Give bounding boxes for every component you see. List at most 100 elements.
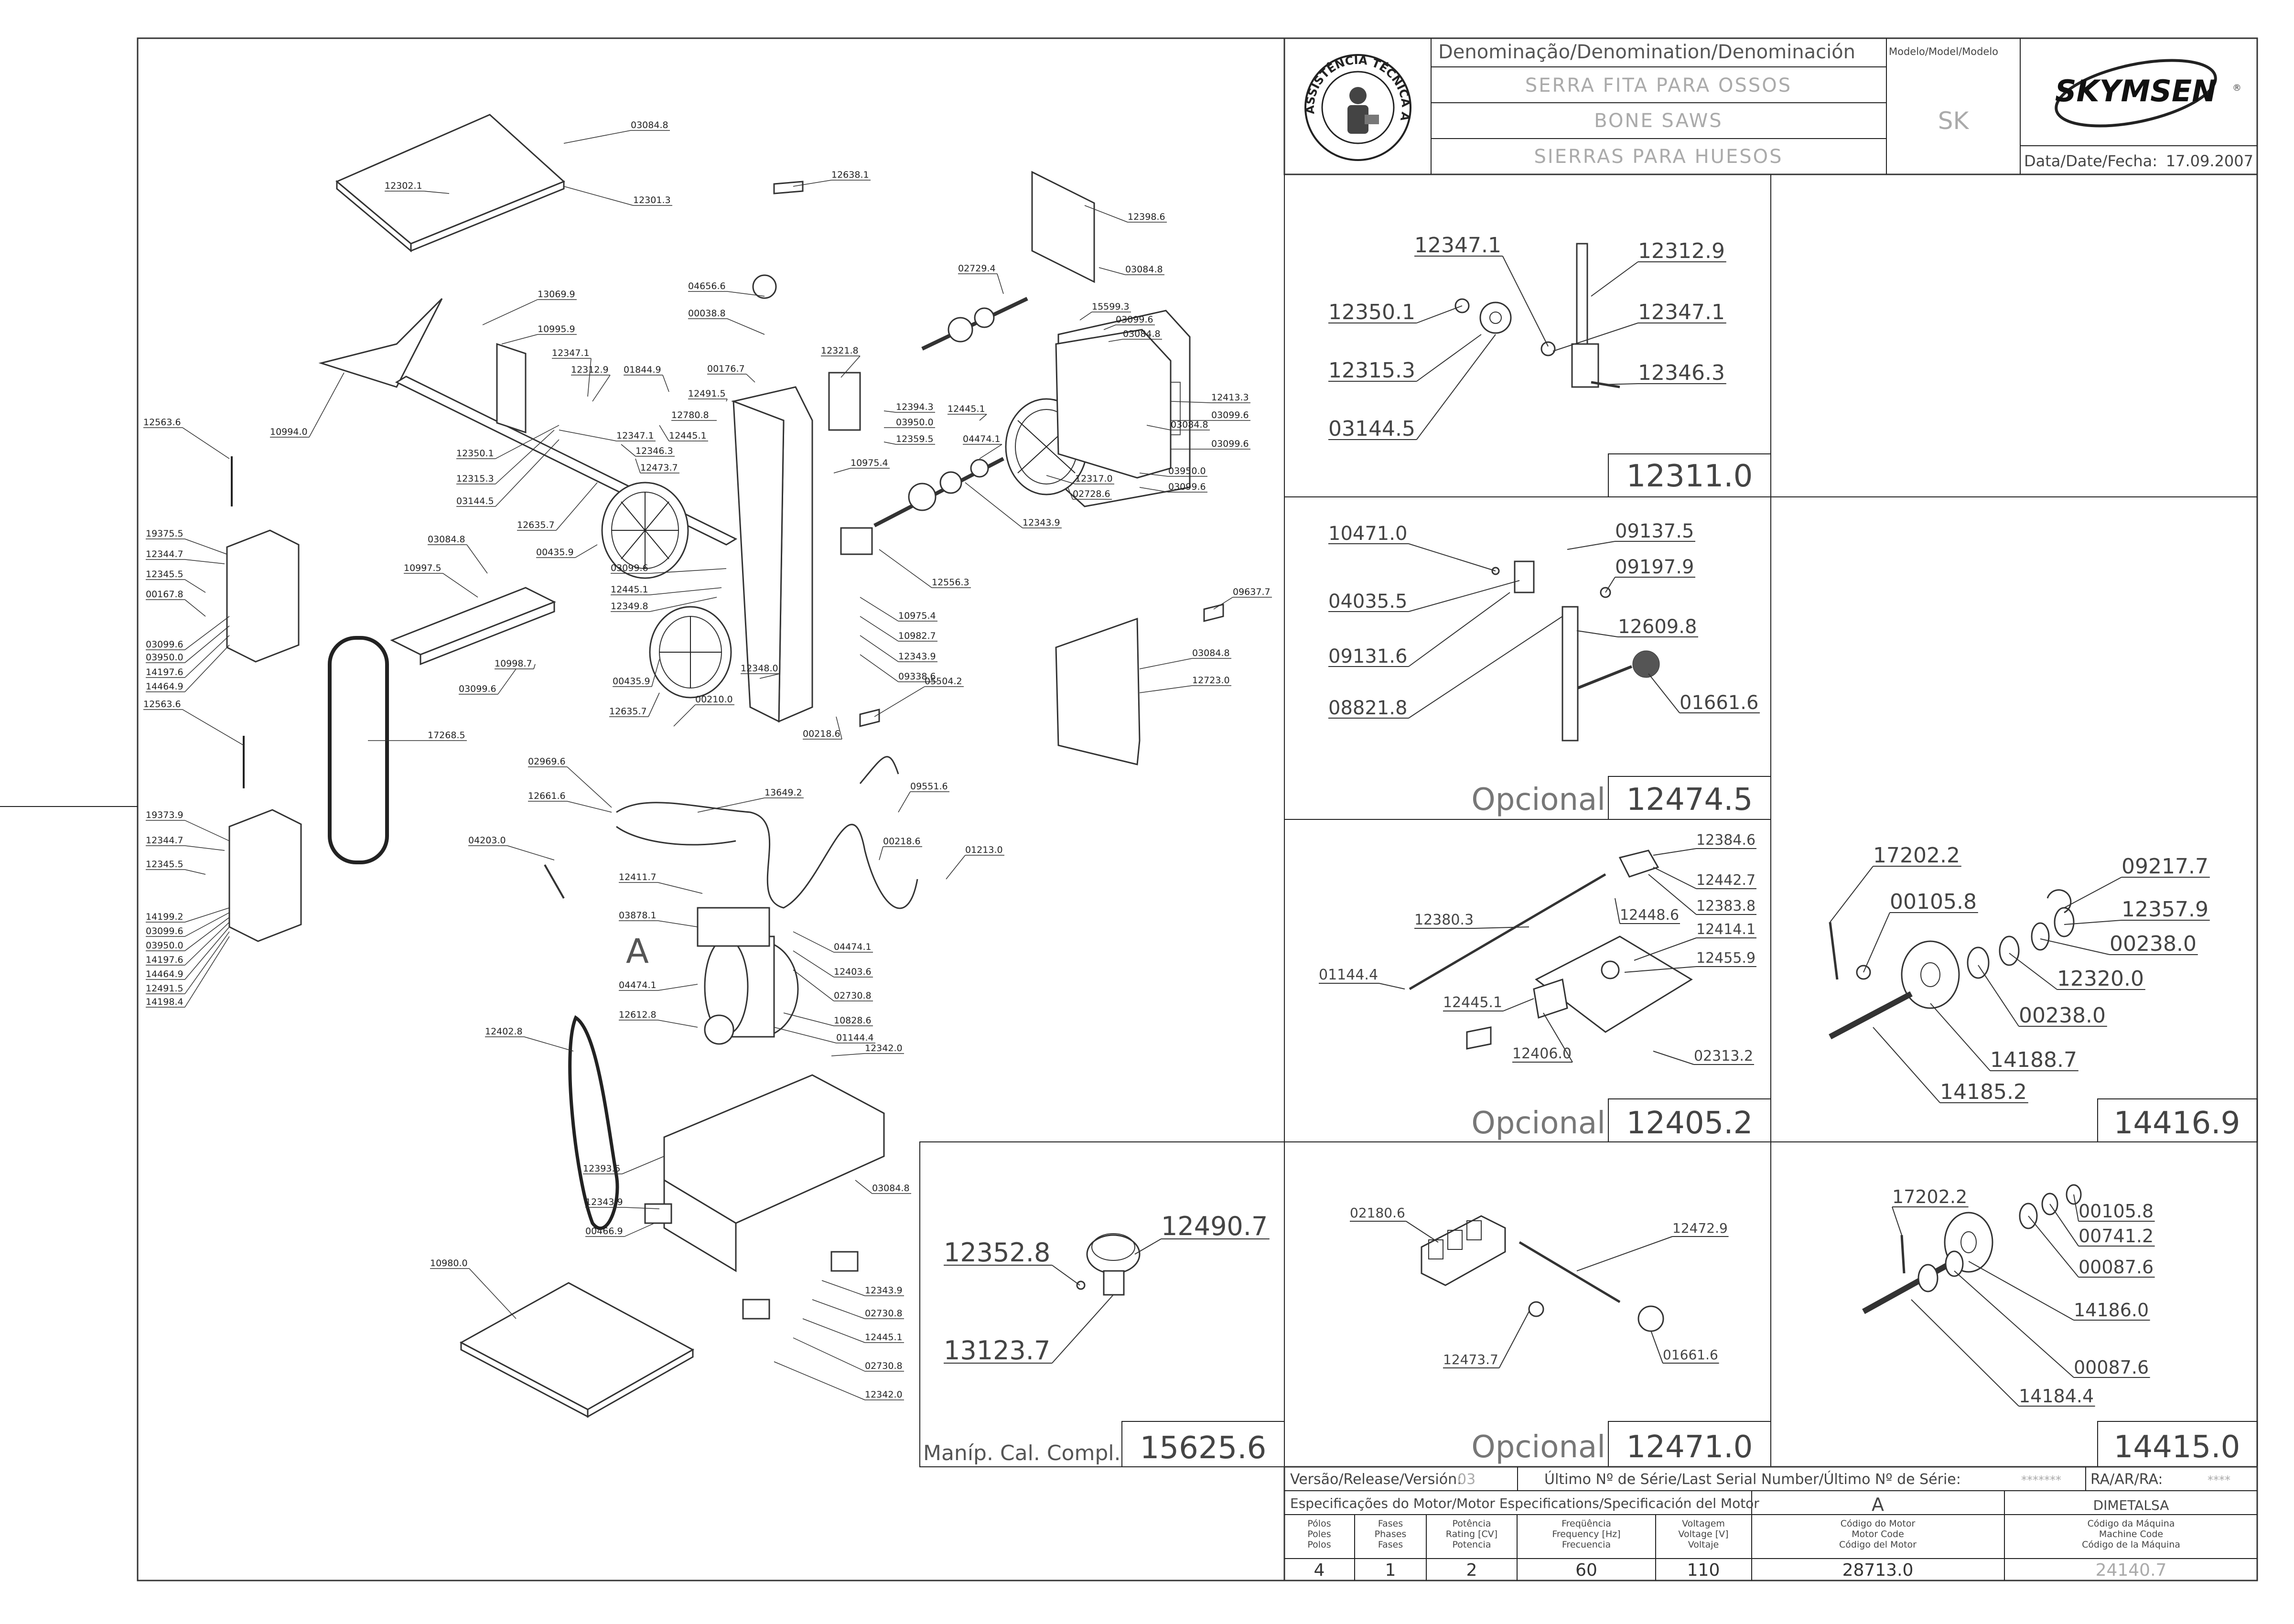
main-exploded-view: A xyxy=(226,114,1224,1418)
blade-guide-plate-part xyxy=(496,343,527,434)
spec-column-heading: Voltagem xyxy=(1682,1518,1725,1529)
part-number-label: 02730.8 xyxy=(834,990,872,1001)
leader-line xyxy=(2064,877,2122,908)
panel-12474: Opcional 12474.5 xyxy=(1471,560,1753,817)
leader-line xyxy=(783,1012,834,1026)
leader-line xyxy=(860,654,899,682)
leader-line xyxy=(2040,938,2110,955)
part-number-label: 12346.3 xyxy=(635,446,673,456)
panel-12471: Opcional 12471.0 xyxy=(1421,1215,1753,1465)
leader-line xyxy=(1543,1012,1573,1063)
leader-line xyxy=(855,1180,872,1194)
leader-line xyxy=(1576,1236,1673,1271)
name-portuguese: SERRA FITA PARA OSSOS xyxy=(1525,75,1792,97)
leader-line xyxy=(184,931,230,994)
leader-line xyxy=(1213,597,1233,610)
part-number-label: 02969.6 xyxy=(528,756,566,767)
leader-line xyxy=(793,950,834,978)
part-number-label: 03144.5 xyxy=(456,496,494,506)
part-number-label: 14188.7 xyxy=(1990,1048,2077,1072)
leader-line xyxy=(1653,1051,1694,1065)
panel-14416: 14416.9 xyxy=(1829,889,2240,1141)
leader-line xyxy=(1873,1027,1940,1103)
leader-line xyxy=(309,372,345,438)
leader-line xyxy=(1474,926,1529,929)
leader-line xyxy=(1146,425,1171,430)
part-number-label: 12315.3 xyxy=(456,473,494,484)
part-number-label: 03084.8 xyxy=(872,1183,910,1194)
leader-line xyxy=(184,845,225,851)
part-number-label: 12350.1 xyxy=(456,448,494,459)
leader-line xyxy=(1139,658,1193,669)
part-number-label: 00087.6 xyxy=(2074,1357,2149,1378)
leader-line xyxy=(883,410,896,413)
part-number-label: 01844.9 xyxy=(624,365,661,375)
leader-line xyxy=(1139,685,1193,693)
leader-line xyxy=(793,180,832,187)
leader-line xyxy=(1653,867,1697,889)
leader-line xyxy=(759,673,780,679)
part-number-label: 00105.8 xyxy=(1890,890,1977,914)
part-number-label: 00238.0 xyxy=(2019,1003,2106,1028)
part-number-label: 12302.1 xyxy=(385,181,422,191)
leader-line xyxy=(1978,965,2019,1027)
part-number-label: 12491.5 xyxy=(146,983,183,994)
seal-text: ASSISTÊNCIA TÉCNICA AUTORIZADA xyxy=(0,0,1412,122)
spec-column-heading: Potência xyxy=(1453,1518,1491,1529)
part-number-label: 00105.8 xyxy=(2079,1201,2154,1222)
part-number-label: 03099.6 xyxy=(1168,482,1206,492)
part-number-label: 12473.7 xyxy=(1443,1352,1498,1367)
leader-line xyxy=(1591,261,1638,297)
leader-line xyxy=(649,568,727,574)
leader-line xyxy=(879,549,932,588)
part-number-label: 03950.0 xyxy=(896,417,934,428)
leader-line xyxy=(649,597,717,612)
leader-line xyxy=(793,969,834,1001)
leader-line xyxy=(727,318,765,335)
name-english: BONE SAWS xyxy=(1594,110,1723,132)
part-number-label: 00238.0 xyxy=(2110,932,2197,956)
leader-line xyxy=(587,358,592,397)
leader-line xyxy=(1648,673,1680,713)
part-number-label: 10982.7 xyxy=(898,631,936,641)
leader-line xyxy=(793,1337,865,1372)
leader-line xyxy=(774,1361,865,1400)
leader-line xyxy=(883,441,896,445)
leader-line xyxy=(182,709,244,746)
part-number-label: 12442.7 xyxy=(1696,872,1756,889)
part-number-label: 12563.6 xyxy=(143,699,181,710)
part-number-label: 01144.4 xyxy=(1319,967,1378,983)
part-number-label: 12411.7 xyxy=(619,872,657,882)
knob-01661-icon xyxy=(1637,1305,1664,1332)
part-number-label: 09551.6 xyxy=(910,781,948,792)
leader-line xyxy=(840,355,861,378)
part-number-label: 03099.6 xyxy=(611,563,648,573)
inset-grid xyxy=(919,174,2258,1467)
part-number-label: 02313.2 xyxy=(1694,1048,1753,1065)
part-number-label: 12317.0 xyxy=(1075,473,1113,484)
leader-line xyxy=(184,645,230,692)
part-number-label: 04656.6 xyxy=(688,281,726,291)
leader-line xyxy=(1408,543,1496,571)
part-number-label: 08821.8 xyxy=(1328,697,1407,719)
part-number-label: 00218.6 xyxy=(883,836,921,847)
belt-part xyxy=(568,1015,619,1230)
leader-line xyxy=(622,1156,665,1174)
leader-line xyxy=(624,1207,660,1209)
spec-column-heading: Pólos xyxy=(1307,1518,1331,1529)
upper-door-part xyxy=(226,529,300,663)
part-number-label: 03950.0 xyxy=(146,940,183,951)
part-number-label: 12473.7 xyxy=(640,462,678,473)
part-number-label: 12320.0 xyxy=(2057,967,2144,991)
part-number-label: 12445.1 xyxy=(611,584,648,595)
motor-letter: A xyxy=(1872,1494,1884,1515)
panel-14415-code: 14415.0 xyxy=(2114,1430,2240,1465)
panel-12471-code: 12471.0 xyxy=(1626,1430,1753,1465)
leader-line xyxy=(1552,323,1638,352)
top-cover-part xyxy=(335,114,565,245)
leader-line xyxy=(184,599,206,617)
leader-line xyxy=(727,291,765,297)
leader-line xyxy=(946,855,966,880)
leader-line xyxy=(1911,1299,2019,1407)
part-number-label: 12347.1 xyxy=(1414,233,1501,258)
